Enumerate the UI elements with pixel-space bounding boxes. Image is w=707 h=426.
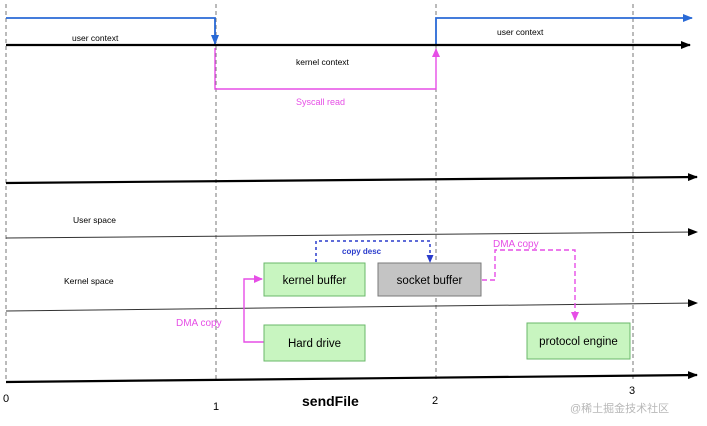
tick-label-2: 2 [432, 395, 438, 407]
user-context-label-left: user context [72, 33, 119, 43]
copy-desc-arrow [315, 240, 434, 263]
context-timeline: user context user context kernel context… [6, 14, 693, 107]
hard-drive-label: Hard drive [288, 338, 341, 350]
watermark: @稀土掘金技术社区 [570, 401, 669, 415]
kernel-space-label: Kernel space [64, 276, 114, 286]
dma-copy-right-label: DMA copy [493, 239, 539, 250]
tick-label-0: 0 [3, 393, 9, 405]
socket-buffer-label: socket buffer [397, 275, 463, 287]
dma-copy-left-path: DMA copy [176, 275, 264, 343]
memory-spaces: User space Kernel space [5, 215, 698, 312]
protocol-engine-box: protocol engine [526, 322, 631, 360]
user-context-label-right: user context [497, 27, 544, 37]
middle-axis [5, 173, 698, 185]
kernel-buffer-box: kernel buffer [263, 262, 366, 297]
dma-copy-right-path: DMA copy [482, 239, 579, 321]
tick-label-1: 1 [213, 401, 219, 413]
dma-copy-right-arrow [482, 249, 579, 321]
tick-label-3: 3 [629, 385, 635, 397]
copy-desc-label: copy desc [342, 247, 382, 256]
dma-copy-left-label: DMA copy [176, 318, 222, 329]
copy-desc-path: copy desc [315, 240, 434, 263]
user-space-label: User space [73, 215, 116, 225]
kernel-buffer-label: kernel buffer [283, 275, 347, 287]
axis-title: sendFile [302, 393, 359, 409]
user-context-line-left [6, 17, 219, 45]
time-axis: 0 1 2 3 sendFile [3, 371, 698, 413]
bottom-axis [5, 371, 698, 384]
kernel-space-line [5, 299, 698, 312]
protocol-engine-label: protocol engine [539, 336, 618, 348]
dma-copy-left-arrow [243, 275, 264, 343]
kernel-context-label: kernel context [296, 57, 350, 67]
user-context-line-right [435, 14, 693, 44]
user-space-line [5, 228, 698, 239]
socket-buffer-box: socket buffer [377, 262, 482, 297]
syscall-read-label: Syscall read [296, 97, 345, 107]
hard-drive-box: Hard drive [263, 324, 366, 362]
syscall-read-path [214, 48, 440, 90]
